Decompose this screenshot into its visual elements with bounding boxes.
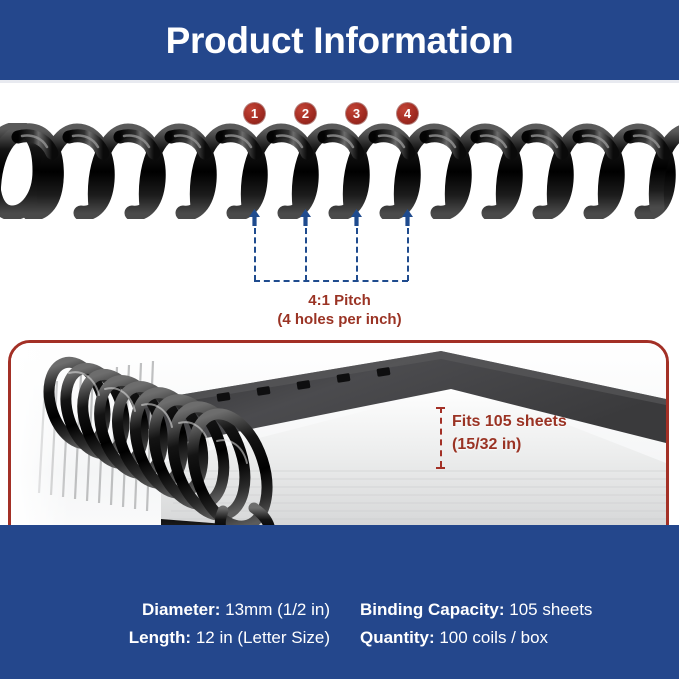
pitch-arrow-icon-3 [351,209,362,226]
pitch-arrow-icon-2 [300,209,311,226]
spec-length-label: Length: [128,628,192,647]
spec-quantity-label: Quantity: [360,628,435,647]
coil-badge-3: 3 [346,103,367,124]
spec-quantity-value: 100 coils / box [439,628,549,647]
pitch-sublabel: (4 holes per inch) [277,311,402,328]
spec-diameter: Diameter: 13mm (1/2 in) [30,600,330,620]
page-title: Product Information [165,20,514,61]
header-divider [0,80,679,83]
specs-banner [0,525,679,679]
spec-diameter-label: Diameter: [141,600,221,619]
coil-badge-4: 4 [397,103,418,124]
binding-coil-graphic [0,123,679,219]
coil-badge-2: 2 [295,103,316,124]
coil-badge-1: 1 [244,103,265,124]
spec-length-value: 12 in (Letter Size) [195,628,330,647]
pitch-tick-2 [305,228,307,281]
spec-quantity: Quantity: 100 coils / box [360,628,548,648]
pitch-span-line [254,280,408,282]
spec-binding-capacity-value: 105 sheets [509,600,593,619]
header-banner [0,0,679,80]
spec-length: Length: 12 in (Letter Size) [30,628,330,648]
pitch-label: 4:1 Pitch [308,292,371,309]
pitch-tick-4 [407,228,409,281]
coil-illustration-area [0,83,679,330]
spec-binding-capacity-label: Binding Capacity: [360,600,505,619]
sheet-thickness-callout: (15/32 in) [452,436,522,453]
sheet-measure-cap-bottom [436,467,445,469]
pitch-tick-1 [254,228,256,281]
pitch-arrow-icon-4 [402,209,413,226]
sheet-thickness-measure-line [440,407,442,467]
spec-diameter-value: 13mm (1/2 in) [225,600,330,619]
spec-binding-capacity: Binding Capacity: 105 sheets [360,600,592,620]
pitch-tick-3 [356,228,358,281]
sheet-capacity-callout: Fits 105 sheets [452,413,567,430]
pitch-arrow-icon-1 [249,209,260,226]
sheet-measure-cap-top [436,407,445,409]
